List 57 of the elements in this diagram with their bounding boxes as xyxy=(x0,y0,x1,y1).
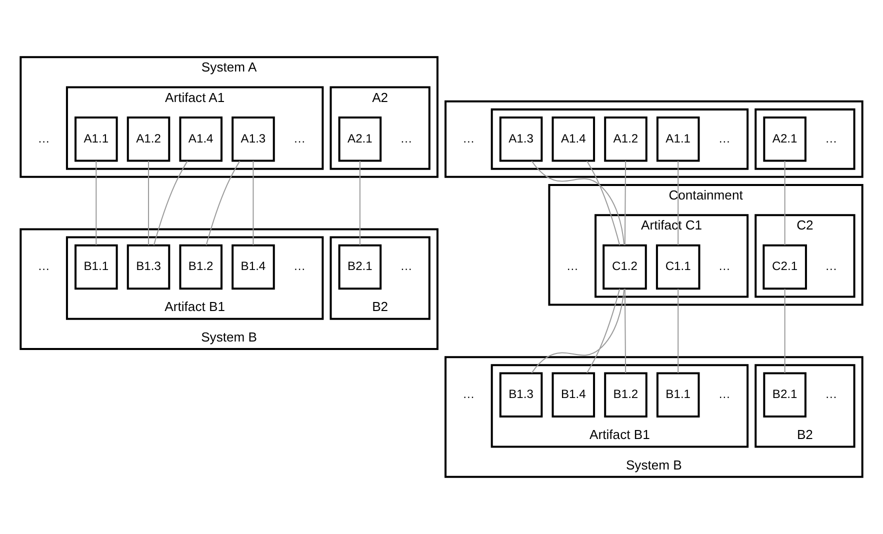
connector xyxy=(624,288,626,374)
node-text: … xyxy=(38,131,50,146)
node-box: B1.1 xyxy=(656,372,700,418)
node-text: … xyxy=(294,259,306,274)
node-text: … xyxy=(294,131,306,146)
connector xyxy=(784,160,786,246)
node-text: … xyxy=(462,386,475,401)
connector xyxy=(678,160,679,246)
node-box: A2.1 xyxy=(763,116,806,162)
connector xyxy=(531,288,625,374)
node-text: … xyxy=(825,259,838,274)
connector xyxy=(359,160,360,246)
node-box: C1.1 xyxy=(656,244,700,290)
node-box: A1.2 xyxy=(604,116,648,162)
node-box: B1.3 xyxy=(499,372,543,418)
node-box: C2.1 xyxy=(762,244,807,290)
node-text: … xyxy=(38,259,50,274)
node-box: A1.2 xyxy=(126,116,170,162)
node-box: B1.2 xyxy=(179,244,223,290)
connector xyxy=(148,160,150,246)
node-box: B1.3 xyxy=(126,244,170,290)
connector xyxy=(624,160,626,246)
connector xyxy=(96,160,97,246)
node-box: B2.1 xyxy=(763,372,806,418)
node-box: A2.1 xyxy=(338,116,382,162)
node-text: … xyxy=(825,386,838,401)
connector xyxy=(784,288,786,374)
node-text: … xyxy=(566,259,578,274)
node-box: A1.4 xyxy=(552,116,596,162)
node-text: … xyxy=(718,259,730,274)
node-text: … xyxy=(718,386,730,401)
node-box: A1.4 xyxy=(179,116,223,162)
node-text: … xyxy=(718,131,730,146)
node-box: A1.1 xyxy=(74,116,118,162)
connector xyxy=(586,160,620,246)
node-text: … xyxy=(462,131,475,146)
node-box: B1.1 xyxy=(74,244,118,290)
connector xyxy=(586,288,620,374)
connector xyxy=(206,160,240,246)
connector xyxy=(252,160,254,246)
cluster xyxy=(754,108,856,170)
node-box: B2.1 xyxy=(338,244,382,290)
node-text: … xyxy=(400,259,412,274)
node-box: B1.2 xyxy=(604,372,648,418)
node-box: B1.4 xyxy=(232,244,275,290)
node-text: … xyxy=(825,131,838,146)
node-box: A1.1 xyxy=(656,116,700,162)
node-box: A1.3 xyxy=(232,116,275,162)
node-box: B1.4 xyxy=(552,372,596,418)
connector xyxy=(153,160,188,246)
cluster xyxy=(490,108,749,170)
cluster xyxy=(444,100,864,178)
node-text: … xyxy=(400,131,412,146)
connector xyxy=(531,160,625,246)
node-box: A1.3 xyxy=(499,116,543,162)
connector xyxy=(678,288,679,374)
node-box: C1.2 xyxy=(602,244,647,290)
